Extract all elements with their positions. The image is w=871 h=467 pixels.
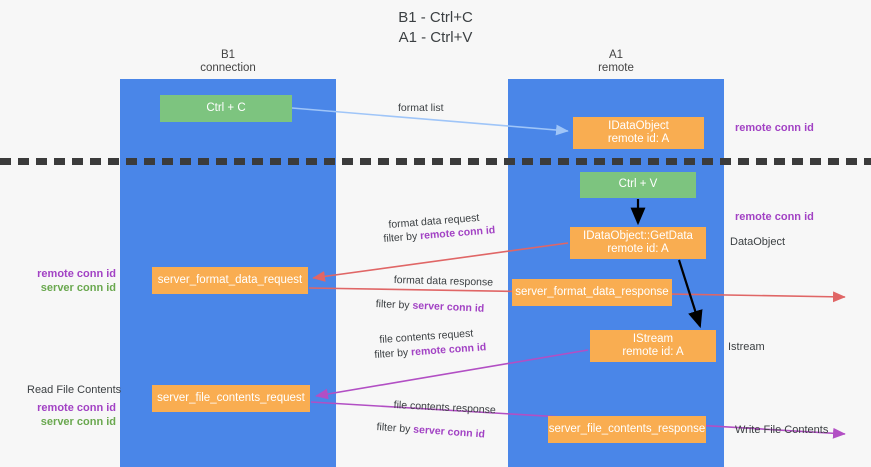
node-server-file-contents-request-label: server_file_contents_request <box>157 391 305 404</box>
annotation-write-file-contents: Write File Contents <box>735 424 829 436</box>
node-server-file-contents-response[interactable]: server_file_contents_response <box>548 416 706 443</box>
annotation-dataobject: DataObject <box>730 236 786 248</box>
annotation-left-mid-ids: remote conn id server conn id <box>0 268 116 295</box>
title-line-1: B1 - Ctrl+C <box>398 9 473 26</box>
node-server-format-data-response[interactable]: server_format_data_response <box>512 279 672 306</box>
node-idataobject-title: IDataObject <box>608 119 669 132</box>
edge-label-file-contents-response-filter: filter by server conn id <box>376 421 485 442</box>
node-istream[interactable]: IStream remote id: A <box>590 330 716 362</box>
edge-label-format-data-response: format data response <box>393 274 494 289</box>
node-idataobject[interactable]: IDataObject remote id: A <box>573 117 704 149</box>
page-title: B1 - Ctrl+C A1 - Ctrl+V <box>0 8 871 48</box>
annotation-left-mid-remote-conn-id: remote conn id <box>37 268 116 280</box>
edge-label-format-data-response-filter: filter by server conn id <box>375 298 484 316</box>
annotation-read-file-contents: Read File Contents <box>27 384 122 396</box>
node-server-file-contents-request[interactable]: server_file_contents_request <box>152 385 310 412</box>
filter-key-server-conn-id: server conn id <box>412 423 486 441</box>
lane-header-a1-name: A1 <box>608 49 624 61</box>
filter-prefix: filter by <box>383 230 421 245</box>
title-line-2: A1 - Ctrl+V <box>398 29 473 46</box>
lane-header-a1-role: remote <box>598 62 634 74</box>
edge-label-format-list: format list <box>398 102 444 114</box>
node-ctrl-v[interactable]: Ctrl + V <box>580 172 696 198</box>
filter-key-server-conn-id: server conn id <box>412 299 485 315</box>
node-ctrl-c[interactable]: Ctrl + C <box>160 95 292 122</box>
lane-header-a1: A1 remote <box>508 49 724 75</box>
node-idataobject-getdata[interactable]: IDataObject::GetData remote id: A <box>570 227 706 259</box>
node-ctrl-c-label: Ctrl + C <box>206 101 246 114</box>
node-getdata-subtitle: remote id: A <box>607 243 669 255</box>
lane-header-b1-name: B1 <box>220 49 236 61</box>
annotation-left-mid-server-conn-id: server conn id <box>40 281 116 294</box>
filter-prefix: filter by <box>376 421 414 436</box>
annotation-left-bottom-ids: remote conn id server conn id <box>0 402 116 429</box>
node-getdata-title: IDataObject::GetData <box>583 229 693 242</box>
edge-label-file-contents-response: file contents response <box>393 399 497 417</box>
phase-divider <box>0 158 871 165</box>
node-server-file-contents-response-label: server_file_contents_response <box>548 422 706 435</box>
filter-prefix: filter by <box>374 346 412 361</box>
node-server-format-data-request-label: server_format_data_request <box>157 273 303 286</box>
annotation-remote-conn-id-top: remote conn id <box>735 122 814 134</box>
lane-header-b1-role: connection <box>200 62 256 74</box>
annotation-istream: Istream <box>728 341 765 353</box>
node-server-format-data-request[interactable]: server_format_data_request <box>152 267 308 294</box>
node-idataobject-subtitle: remote id: A <box>607 133 670 145</box>
lane-header-b1: B1 connection <box>120 49 336 75</box>
annotation-remote-conn-id-mid: remote conn id <box>735 211 814 223</box>
filter-prefix: filter by <box>375 298 413 312</box>
node-istream-title: IStream <box>632 332 674 345</box>
node-server-format-data-response-label: server_format_data_response <box>515 285 669 298</box>
annotation-left-bottom-server-conn-id: server conn id <box>40 415 116 428</box>
node-ctrl-v-label: Ctrl + V <box>618 178 658 191</box>
annotation-left-bottom-remote-conn-id: remote conn id <box>37 402 116 414</box>
node-istream-subtitle: remote id: A <box>622 346 684 358</box>
